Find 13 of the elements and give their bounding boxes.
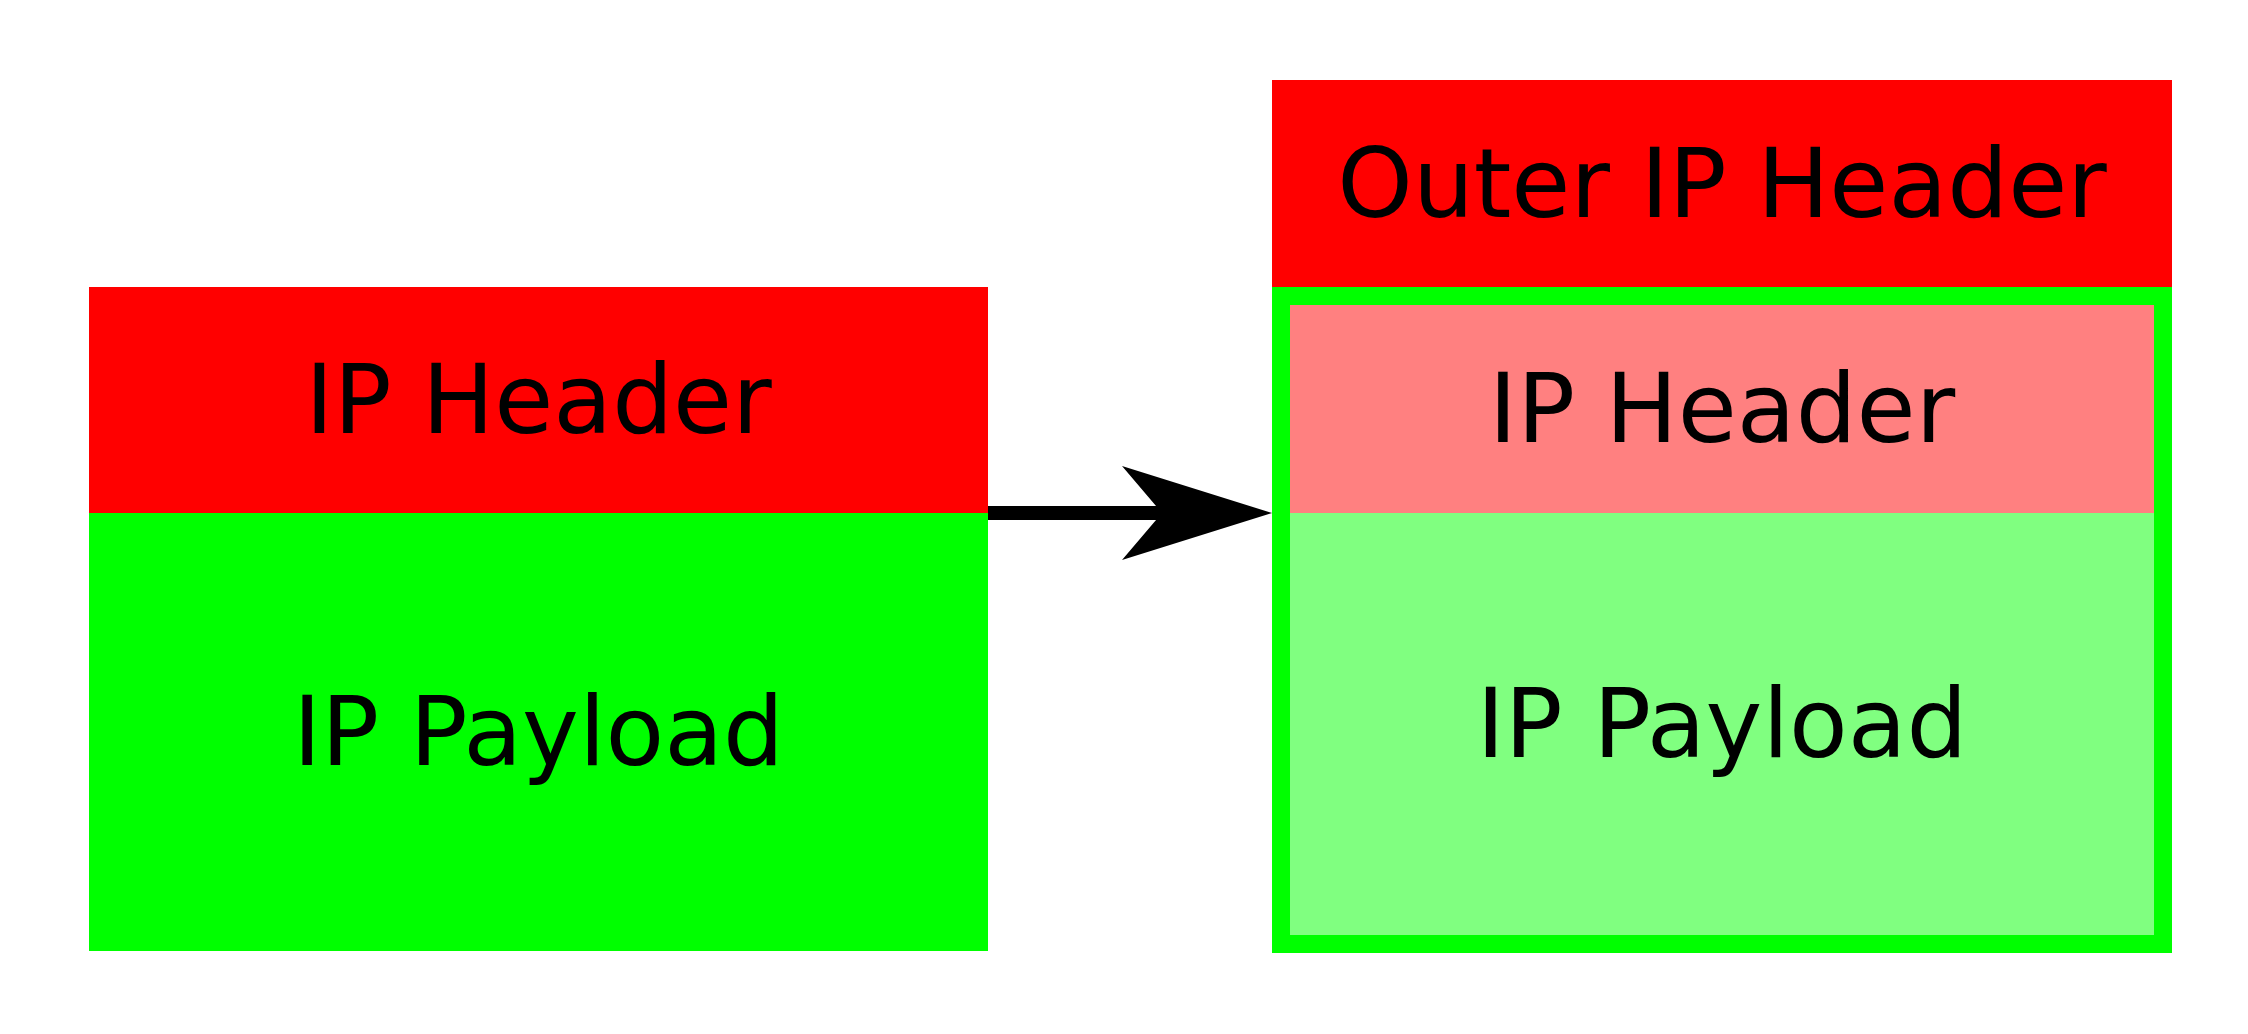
block-label: IP Payload (292, 676, 785, 788)
block-label: IP Payload (1476, 668, 1968, 780)
header-block (89, 287, 988, 513)
header-block (1272, 80, 2172, 288)
encapsulated-packet-box (1272, 287, 2172, 953)
packet-block (89, 287, 988, 951)
payload-block (1290, 513, 2154, 935)
block-label: Outer IP Header (1337, 128, 2107, 240)
block-label: IP Header (305, 344, 772, 456)
arrow (988, 466, 1272, 560)
payload-block (89, 513, 988, 951)
block-label: IP Header (1488, 353, 1956, 465)
header-block (1290, 305, 2154, 513)
